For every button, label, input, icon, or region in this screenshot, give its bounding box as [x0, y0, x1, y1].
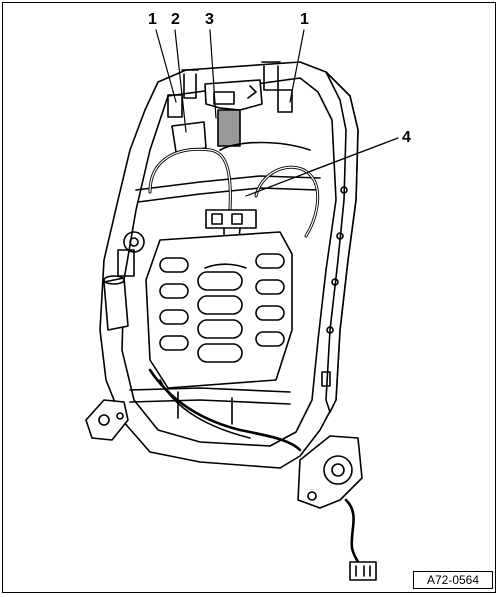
bracket-left — [167, 94, 183, 118]
headrest-guide-right — [263, 65, 279, 91]
recliner-mechanism — [297, 435, 363, 509]
figure-reference-code: A72-0564 — [413, 571, 493, 589]
callout-3: 3 — [205, 11, 214, 28]
hinge-bracket-left — [85, 399, 129, 441]
back-panel — [171, 121, 207, 153]
headrest-guide-left — [183, 73, 197, 99]
callout-1-right: 1 — [300, 11, 309, 28]
connector-block — [205, 209, 257, 229]
wiring-harness — [344, 498, 364, 570]
callout-2: 2 — [171, 11, 180, 28]
plug-connector — [349, 561, 377, 581]
callout-1-left: 1 — [148, 11, 157, 28]
leader-lines — [155, 29, 399, 197]
callout-4: 4 — [402, 129, 411, 146]
drawing-frame — [2, 2, 496, 593]
bottom-crossbar — [129, 387, 291, 393]
lumbar-support-plate — [145, 231, 293, 389]
bracket-right — [277, 89, 293, 113]
lumbar-motor — [103, 277, 129, 331]
